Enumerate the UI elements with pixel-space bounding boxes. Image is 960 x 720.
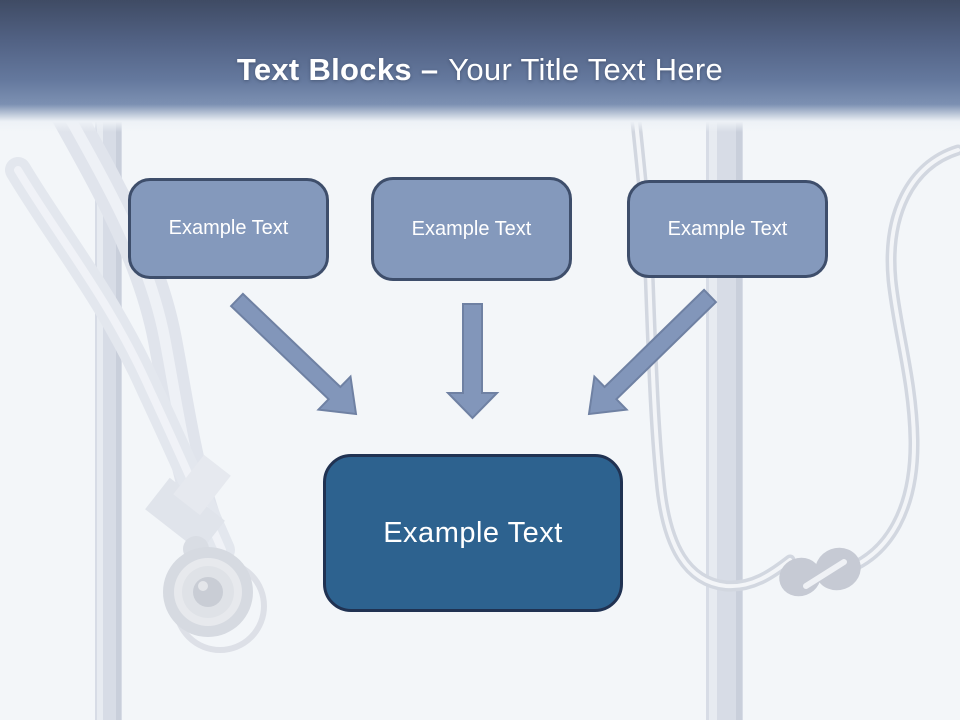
text-block-3: Example Text — [627, 180, 828, 278]
text-block-1-label: Example Text — [168, 217, 289, 239]
arrow-down-icon — [445, 303, 500, 420]
arrow-down-left-icon — [587, 288, 718, 416]
text-block-1: Example Text — [128, 178, 329, 279]
lanyard-strap-left — [95, 106, 122, 720]
slide-title: Text Blocks – Your Title Text Here — [0, 0, 960, 88]
target-text-block: Example Text — [323, 454, 623, 612]
stethoscope-tube-left — [5, 87, 235, 563]
title-bar: Text Blocks – Your Title Text Here — [0, 0, 960, 132]
stethoscope-earpieces — [779, 547, 861, 597]
text-block-2-label: Example Text — [411, 217, 532, 240]
slide-title-regular: Your Title Text Here — [448, 52, 724, 87]
arrow-down-right-icon — [229, 292, 358, 416]
target-text-block-label: Example Text — [383, 516, 563, 549]
text-block-3-label: Example Text — [667, 217, 788, 240]
text-block-2: Example Text — [371, 177, 572, 281]
slide-title-bold: Text Blocks – — [236, 52, 439, 87]
stethoscope-chestpiece — [145, 454, 267, 653]
